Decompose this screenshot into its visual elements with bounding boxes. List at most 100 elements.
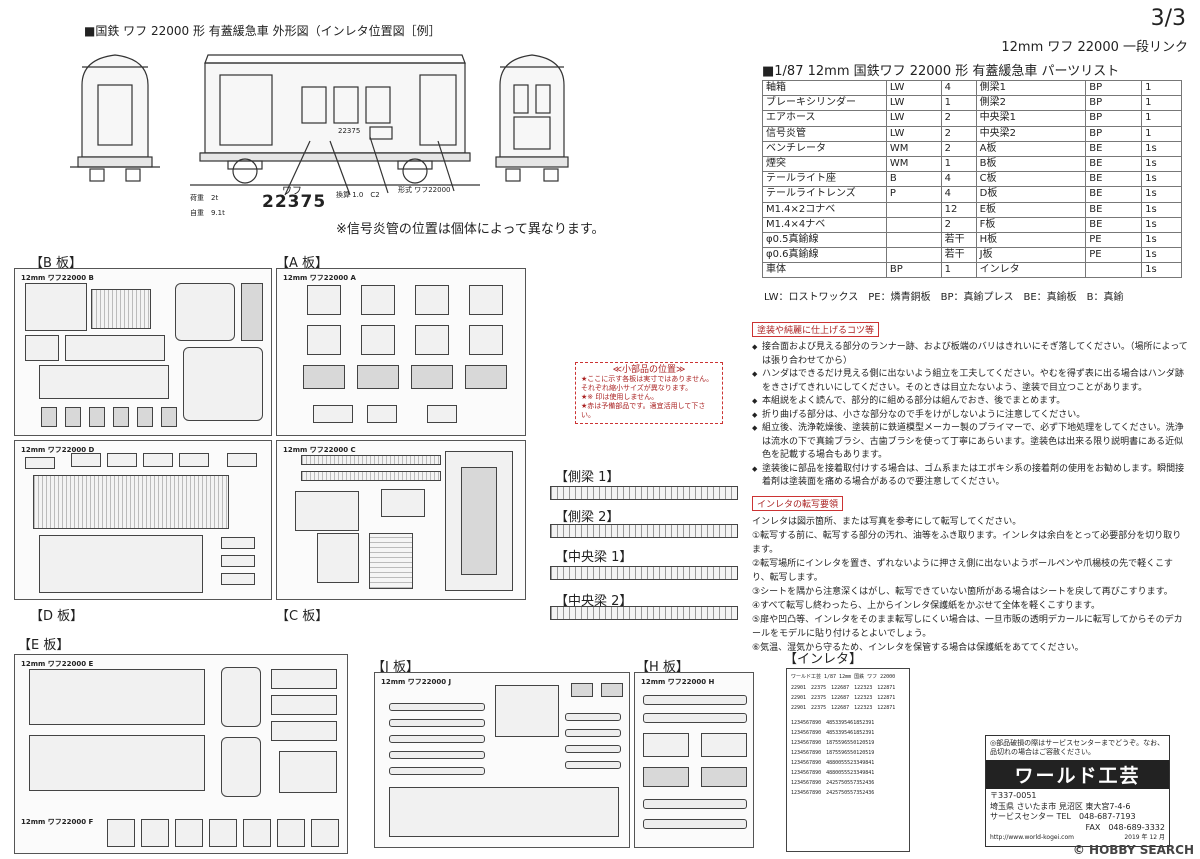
sheet-f-part (141, 819, 169, 847)
parts-cell: 1s (1141, 140, 1182, 157)
sheet-h-part (643, 799, 747, 809)
sheet-d-part (25, 457, 55, 469)
company-url[interactable]: http://www.world-kogei.com (990, 834, 1074, 841)
parts-cell: テールライトレンズ (762, 186, 887, 203)
sheet-a-part (303, 365, 345, 389)
parts-cell: 1s (1141, 201, 1182, 218)
parts-cell: J板 (975, 247, 1087, 264)
parts-cell: A板 (975, 140, 1087, 157)
sheet-b-part (91, 289, 151, 329)
parts-cell: 1 (1141, 125, 1182, 142)
beam-side-1-label: 【側梁 1】 (555, 470, 620, 485)
sheet-b-part (39, 365, 169, 399)
decal-guide-step: ⑥気温、湿気から守るため、インレタを保管する場合は保護紙をあててください。 (752, 643, 1084, 653)
parts-cell: ブレーキシリンダー (762, 95, 887, 112)
parts-cell: BP (885, 262, 942, 279)
sheet-h-part (643, 733, 689, 757)
parts-cell: F板 (975, 216, 1087, 233)
decal-sheet: ワールド工芸 1/87 12mm 国鉄 ワフ 22000 22901 22375… (786, 668, 910, 852)
tips-item: 塗装後に部品を接着取付けする場合は、ゴム系またはエポキシ系の接着剤の使用をお勧め… (752, 463, 1188, 490)
parts-cell: BE (1085, 155, 1143, 173)
sheet-d-part (107, 453, 137, 467)
parts-cell: BE (1085, 140, 1143, 157)
decal-guide-step: ③シートを隅から注意深くはがし、転写できていない箇所がある場合はシートを戻して再… (752, 587, 1173, 597)
parts-cell: BE (1085, 201, 1143, 218)
parts-cell: 1s (1141, 262, 1182, 279)
marking-form: 形式 ワフ22000 (398, 186, 451, 194)
sheet-b-label: 【B 板】 (30, 256, 83, 271)
sheet-d-part (71, 453, 101, 467)
parts-cell (1085, 262, 1143, 279)
small-parts-line: それぞれ縮小サイズが異なります。 (581, 384, 693, 392)
sheet-a-part (357, 365, 399, 389)
tips-section: 塗装や純麗に仕上げるコツ等 接合面および見える部分のランナー跡、および板端のバリ… (752, 318, 1188, 490)
sheet-a-part (415, 325, 449, 355)
parts-cell: BP (1085, 79, 1143, 97)
sheet-b-part (65, 335, 165, 361)
small-parts-line: ★ここに示す各板は実寸ではありません。 (581, 375, 714, 383)
small-parts-line: ★※ 印は使用しません。 (581, 393, 659, 401)
small-parts-note: ≪小部品の位置≫ ★ここに示す各板は実寸ではありません。 それぞれ縮小サイズが異… (575, 362, 723, 424)
sheet-d-part (33, 475, 229, 529)
decal-guide-section: インレタの転写要領 インレタは図示箇所、または写真を参考にして転写してください。… (752, 492, 1188, 655)
tips-heading: 塗装や純麗に仕上げるコツ等 (752, 322, 880, 337)
parts-cell: BP (1085, 95, 1143, 112)
parts-cell: 車体 (762, 262, 887, 279)
decal-row: 22901 22375 122687 122323 122871 (791, 695, 896, 701)
parts-cell: C板 (975, 171, 1087, 188)
sheet-a-part (367, 405, 397, 423)
sheet-d: 12mm ワフ22000 D (14, 440, 272, 600)
decal-row: 1234567890 4880055523349841 (791, 770, 875, 776)
sheet-c-title: 12mm ワフ22000 C (283, 446, 356, 454)
sheet-d-part (227, 453, 257, 467)
tips-item: 折り曲げる部分は、小さな部分なので手をけがしないように注意してください。 (752, 409, 1188, 423)
parts-cell: 12 (940, 201, 977, 218)
decal-row: 1234567890 4880055523349841 (791, 760, 875, 766)
parts-cell: P (885, 186, 942, 203)
tips-item: 組立後、洗浄乾燥後、塗装前に鉄道模型メーカー製のプライマーで、必ず下地処理をして… (752, 422, 1188, 463)
sheet-f-part (107, 819, 135, 847)
decal-row: 1234567890 2425750557352436 (791, 790, 875, 796)
product-title: 12mm ワフ 22000 一段リンク (1001, 40, 1188, 55)
sheet-h-part (701, 767, 747, 787)
parts-cell: 4 (940, 186, 977, 203)
parts-cell: 1 (1141, 79, 1182, 97)
sheet-b-part (175, 283, 235, 341)
sheet-j-part (389, 767, 485, 775)
parts-cell: φ0.6真鍮線 (762, 247, 887, 264)
parts-cell: 若干 (940, 231, 977, 249)
decal-row: 1234567890 2425750557352436 (791, 780, 875, 786)
decal-guide-step: ④すべて転写し終わったら、上からインレタ保護紙をかぶせて全体を軽くこすります。 (752, 601, 1101, 611)
sheet-e: 12mm ワフ22000 E 12mm ワフ22000 F (14, 654, 348, 854)
decal-row: 1234567890 1875596550120519 (791, 740, 875, 746)
sheet-e-part (221, 737, 261, 797)
parts-cell: エアホース (762, 110, 887, 127)
sheet-c-part (301, 471, 441, 481)
page-number: 3/3 (1150, 6, 1186, 31)
parts-cell: LW (885, 125, 942, 142)
beam-side-2-label: 【側梁 2】 (555, 510, 620, 525)
sheet-b-part (137, 407, 153, 427)
sheet-e-title: 12mm ワフ22000 E (21, 660, 94, 668)
parts-cell: 2 (940, 110, 977, 127)
small-parts-line: ★赤は予備部品です。適宜活用して下さい。 (581, 402, 706, 419)
sheet-c-part (317, 533, 359, 583)
sheet-c-part (301, 455, 441, 465)
beam-center-2-label: 【中央梁 2】 (555, 594, 633, 609)
sheet-h-part (643, 819, 747, 829)
decal-row: 1234567890 4853395461852391 (791, 720, 875, 726)
small-parts-heading: ≪小部品の位置≫ (612, 365, 686, 375)
sheet-a-part (313, 405, 353, 423)
sheet-b-part (89, 407, 105, 427)
company-address: 埼玉県 さいたま市 見沼区 東大宮7-4-6 (990, 801, 1131, 811)
sheet-j-part (389, 787, 619, 837)
parts-cell: 1s (1141, 186, 1182, 203)
parts-cell: 4 (940, 171, 977, 188)
sheet-f-part (311, 819, 339, 847)
decal-guide-step: ①転写する前に、転写する部分の汚れ、油等をふき取ります。インレタは余白をとって必… (752, 531, 1182, 555)
tips-item: 本組説をよく読んで、部分的に組める部分は組んでおき、後でまとめます。 (752, 395, 1188, 409)
